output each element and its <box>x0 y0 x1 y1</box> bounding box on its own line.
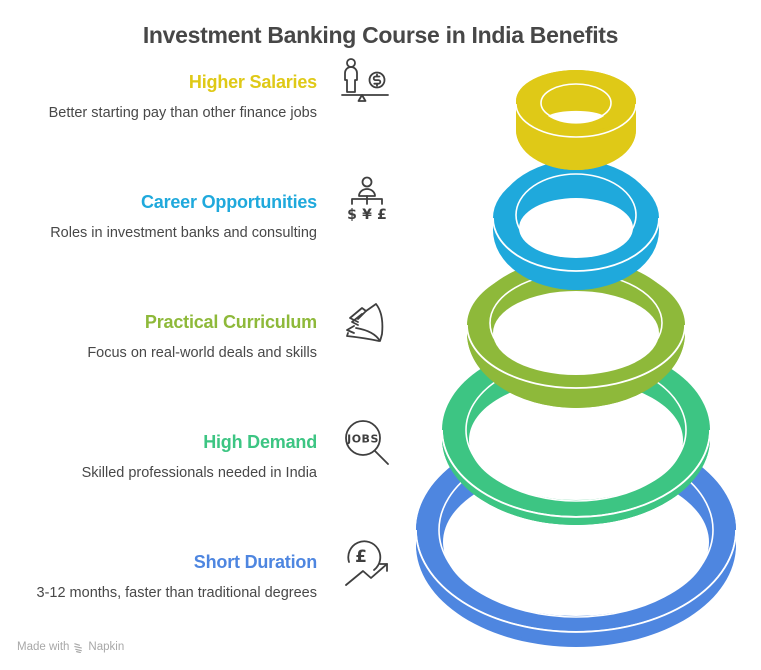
made-with-napkin-footer[interactable]: Made with Napkin <box>17 641 124 653</box>
svg-text:$: $ <box>347 207 357 223</box>
benefit-heading: Higher Salaries <box>188 72 317 92</box>
made-with-label: Made with <box>17 641 70 653</box>
benefit-practical-curriculum: Practical Curriculum Focus on real-world… <box>0 311 317 362</box>
benefit-description: Focus on real-world deals and skills <box>87 345 317 361</box>
benefit-short-duration: Short Duration 3-12 months, faster than … <box>0 551 318 602</box>
person-currencies-icon: $ ¥ £ <box>340 173 394 227</box>
svg-text:¥: ¥ <box>362 207 372 223</box>
svg-text:JOBS: JOBS <box>346 433 379 446</box>
ring-short-duration <box>415 428 737 647</box>
benefit-heading: Career Opportunities <box>140 192 317 212</box>
ring-higher-salaries <box>515 70 637 170</box>
benefit-description: 3-12 months, faster than traditional deg… <box>36 585 318 601</box>
benefit-higher-salaries: Higher Salaries Better starting pay than… <box>0 71 318 122</box>
svg-text:£: £ <box>377 207 387 223</box>
ring-career-opportunities <box>492 160 660 290</box>
benefit-description: Better starting pay than other finance j… <box>48 105 317 121</box>
benefit-heading: Practical Curriculum <box>144 312 317 332</box>
pages-icon <box>340 295 394 349</box>
person-balance-dollar-icon <box>340 56 394 110</box>
page-title: Investment Banking Course in India Benef… <box>142 22 619 48</box>
benefit-description: Skilled professionals needed in India <box>81 465 317 481</box>
napkin-logo-icon <box>74 642 83 653</box>
benefit-heading: Short Duration <box>193 552 317 572</box>
benefit-high-demand: High Demand Skilled professionals needed… <box>0 431 318 482</box>
benefit-heading: High Demand <box>203 432 317 452</box>
jobs-search-icon: JOBS <box>340 414 394 468</box>
ring-practical-curriculum <box>466 258 686 408</box>
pound-growth-icon: £ <box>340 534 394 588</box>
napkin-brand-label: Napkin <box>88 641 125 653</box>
benefit-career-opportunities: Career Opportunities Roles in investment… <box>0 191 317 242</box>
svg-text:£: £ <box>355 547 367 567</box>
benefit-description: Roles in investment banks and consulting <box>50 225 317 241</box>
ring-high-demand <box>441 343 711 525</box>
